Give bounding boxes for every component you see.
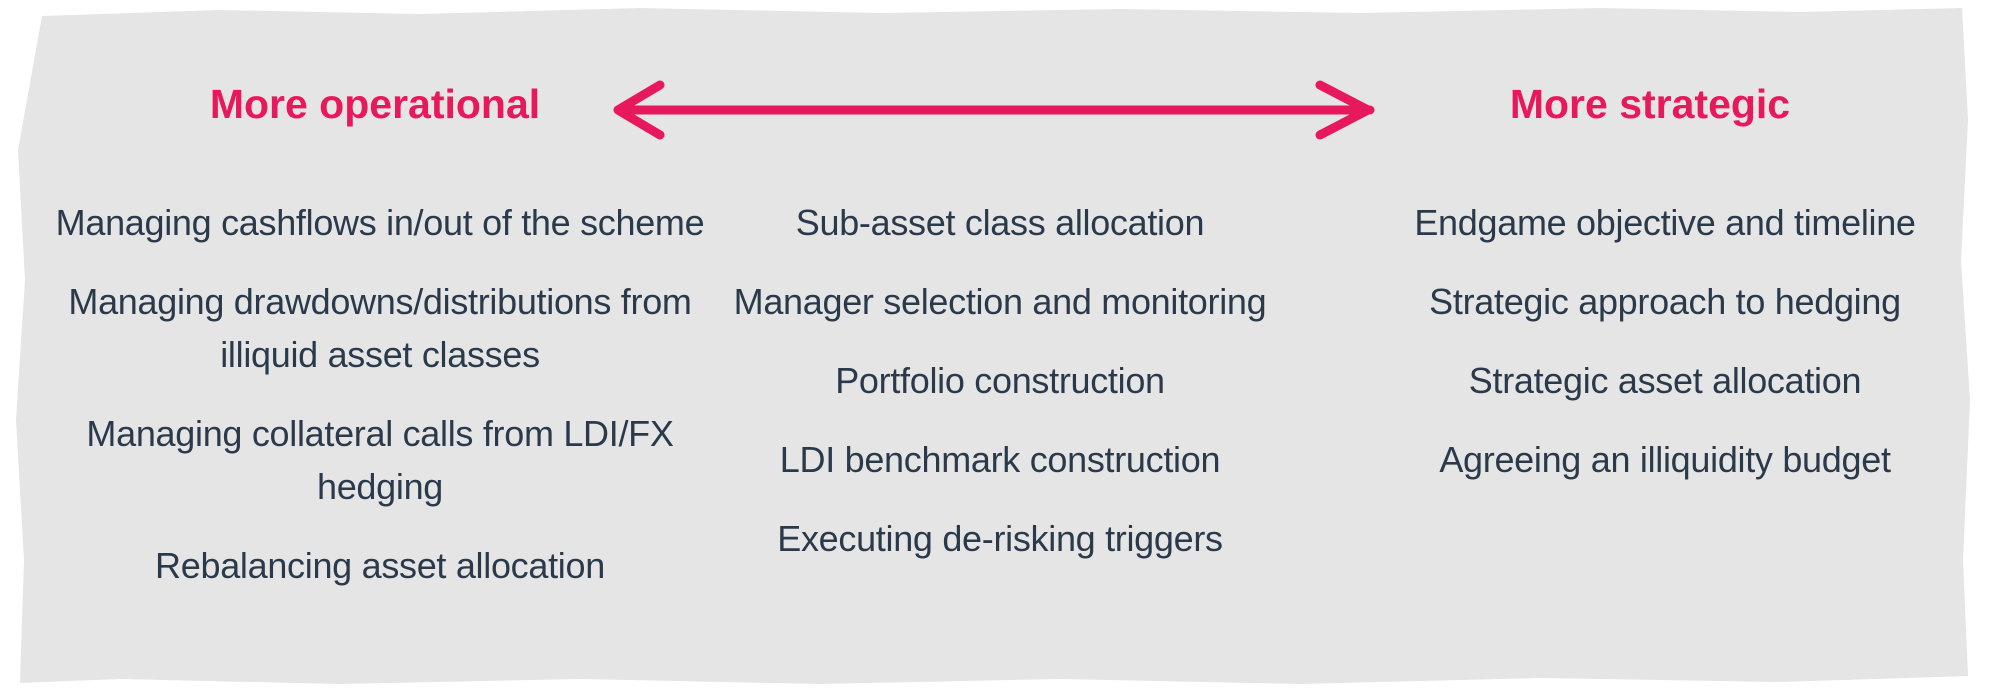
more-operational-heading: More operational <box>209 81 541 127</box>
double-headed-arrow-icon <box>613 80 1375 140</box>
list-item: Endgame objective and timeline <box>1414 202 1916 243</box>
list-item: Rebalancing asset allocation <box>155 545 605 586</box>
list-item: Executing de-risking triggers <box>777 518 1223 559</box>
list-item: LDI benchmark construction <box>779 439 1221 480</box>
list-item: Managing drawdowns/distributions from il… <box>68 281 692 375</box>
list-item: Strategic approach to hedging <box>1429 281 1901 322</box>
strategic-column: Endgame objective and timeline Strategic… <box>1355 196 1975 512</box>
operational-column: Managing cashflows in/out of the scheme … <box>55 196 705 618</box>
list-item: Agreeing an illiquidity budget <box>1439 439 1891 480</box>
list-item: Managing cashflows in/out of the scheme <box>55 202 705 243</box>
list-item: Sub-asset class allocation <box>795 202 1205 243</box>
panel-shape <box>16 8 1970 684</box>
list-item: Strategic asset allocation <box>1468 360 1862 401</box>
list-item: Managing collateral calls from LDI/FX he… <box>86 413 674 507</box>
more-strategic-heading: More strategic <box>1509 81 1791 127</box>
arrow-head-right <box>1315 80 1373 140</box>
middle-column: Sub-asset class allocation Manager selec… <box>715 196 1285 591</box>
list-item: Portfolio construction <box>835 360 1165 401</box>
list-item: Manager selection and monitoring <box>733 281 1267 322</box>
arrow-head-left <box>613 80 665 140</box>
